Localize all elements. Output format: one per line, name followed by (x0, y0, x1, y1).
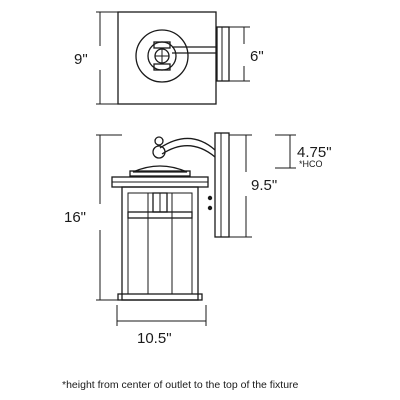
top-view (117, 11, 230, 105)
dim-width-label: 10.5" (137, 330, 172, 347)
dim-top-depth-label: 9" (74, 51, 88, 68)
footnote: *height from center of outlet to the top… (62, 379, 299, 391)
dim-outlet-to-top-label: 4.75" (297, 144, 332, 161)
side-view (111, 132, 230, 301)
dim-backplate-height-label: 9.5" (251, 177, 277, 194)
top-view-canopy (117, 11, 217, 105)
side-view-arm (159, 137, 216, 151)
dim-width: 10.5" (116, 305, 207, 347)
top-view-backplate (216, 26, 230, 82)
dim-top-depth: 9" (74, 11, 118, 105)
dim-outlet-to-top: 4.75" *HCO (275, 134, 332, 169)
side-view-roof (132, 165, 188, 173)
dim-backplate-height: 9.5" (229, 134, 277, 238)
dim-height: 16" (64, 134, 122, 301)
dim-top-backplate-label: 6" (250, 48, 264, 65)
top-view-shade (135, 29, 189, 83)
dim-height-label: 16" (64, 209, 86, 226)
dim-hco-mark: *HCO (299, 159, 323, 169)
dim-top-backplate: 6" (229, 26, 264, 82)
side-view-backplate (214, 132, 230, 238)
